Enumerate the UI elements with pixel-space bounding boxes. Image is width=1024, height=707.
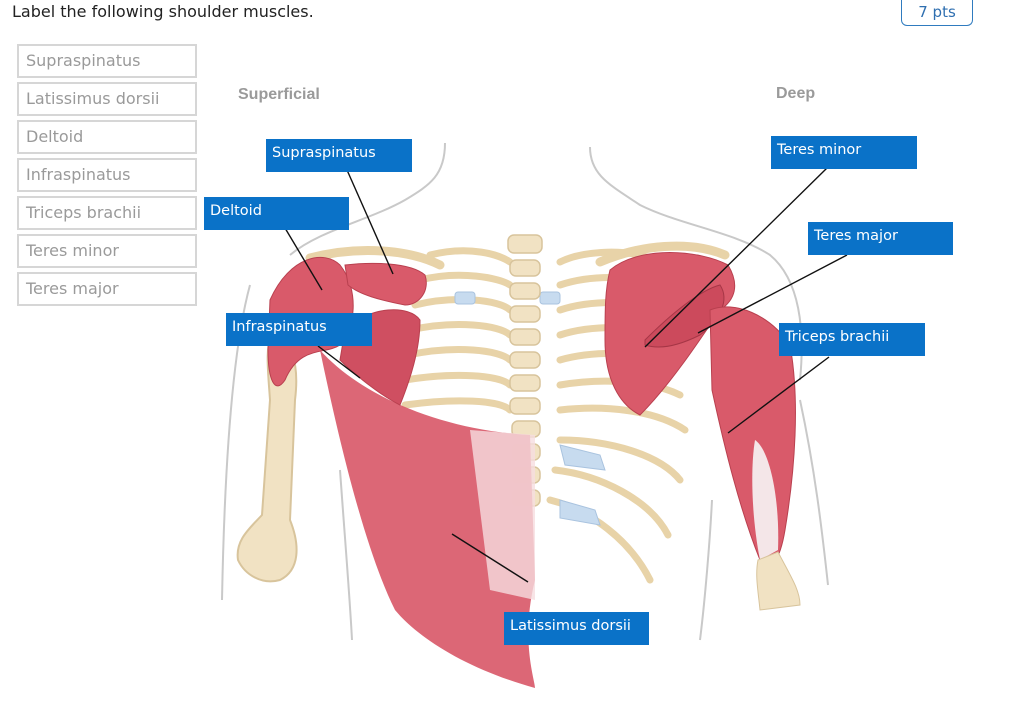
- leader-lines: [284, 167, 848, 583]
- bank-item-teres-major[interactable]: Teres major: [17, 272, 197, 306]
- bank-item-triceps-brachii[interactable]: Triceps brachii: [17, 196, 197, 230]
- superficial-view-label: Superficial: [238, 86, 320, 103]
- word-bank: Supraspinatus Latissimus dorsii Deltoid …: [17, 44, 197, 310]
- costal-cartilage: [454, 291, 606, 526]
- bank-item-supraspinatus[interactable]: Supraspinatus: [17, 44, 197, 78]
- clavicle-bone-right: [595, 241, 730, 267]
- bank-item-latissimus-dorsii[interactable]: Latissimus dorsii: [17, 82, 197, 116]
- drop-zone-teres-minor[interactable]: Teres minor: [771, 136, 917, 169]
- bank-item-infraspinatus[interactable]: Infraspinatus: [17, 158, 197, 192]
- deep-view-label: Deep: [776, 85, 816, 102]
- drop-zone-triceps-brachii[interactable]: Triceps brachii: [779, 323, 925, 356]
- supraspinatus-muscle: [344, 262, 427, 306]
- triceps-tendon: [752, 440, 779, 560]
- humerus-bone: [236, 328, 298, 583]
- bank-item-teres-minor[interactable]: Teres minor: [17, 234, 197, 268]
- body-outline: [221, 142, 829, 641]
- points-badge: 7 pts: [901, 0, 973, 26]
- drop-zone-infraspinatus[interactable]: Infraspinatus: [226, 313, 372, 346]
- drop-zone-latissimus-dorsii[interactable]: Latissimus dorsii: [504, 612, 649, 645]
- drop-zone-teres-major[interactable]: Teres major: [808, 222, 953, 255]
- bank-item-deltoid[interactable]: Deltoid: [17, 120, 197, 154]
- latissimus-fade: [470, 430, 535, 600]
- ulna-bone: [756, 551, 801, 611]
- question-prompt: Label the following shoulder muscles.: [12, 2, 314, 21]
- drop-zone-supraspinatus[interactable]: Supraspinatus: [266, 139, 412, 172]
- drop-zone-deltoid[interactable]: Deltoid: [204, 197, 349, 230]
